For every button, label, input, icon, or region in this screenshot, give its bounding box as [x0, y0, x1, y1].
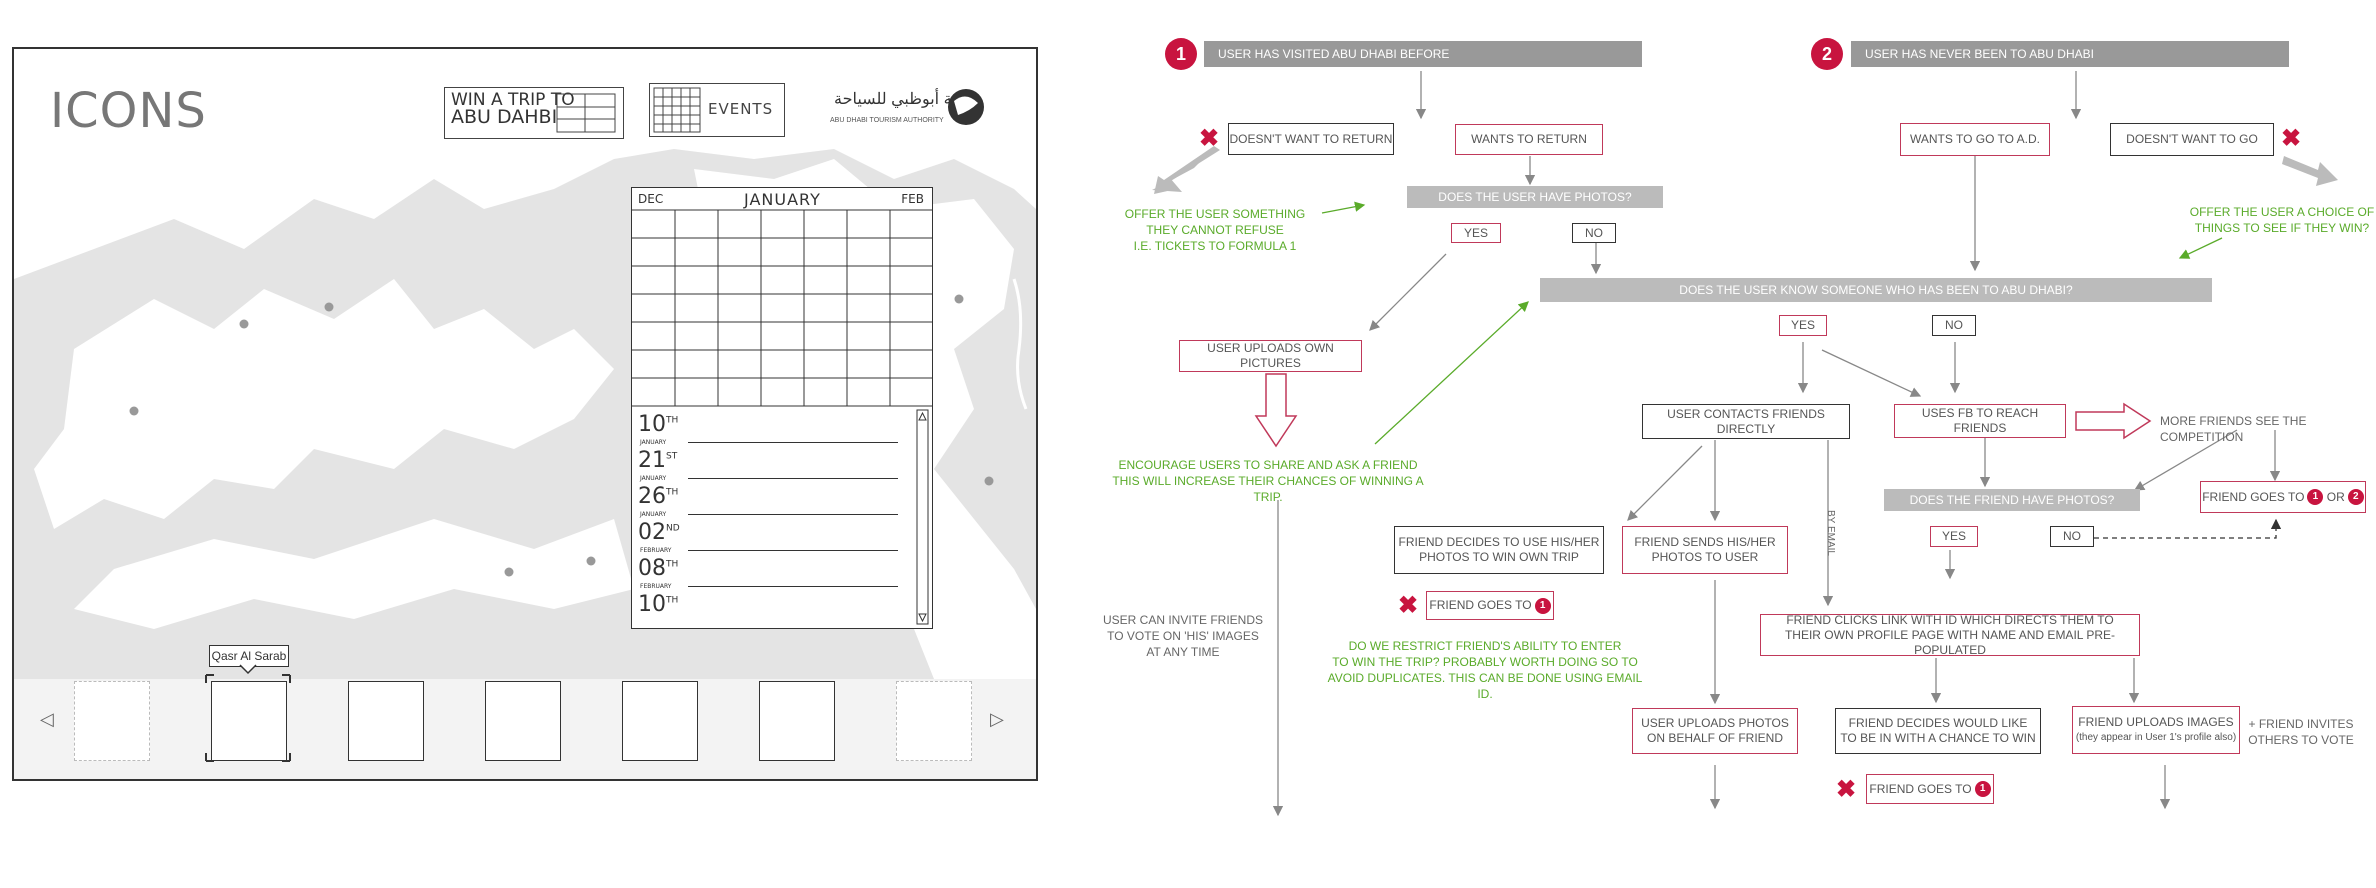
events-button[interactable]: EVENTS [649, 83, 785, 137]
map-marker[interactable] [954, 294, 964, 304]
carousel-thumb[interactable] [759, 681, 835, 761]
carousel-next-icon[interactable]: ▷ [990, 709, 1004, 729]
carousel-thumb[interactable] [348, 681, 424, 761]
flow-uses-fb: USES FB TO REACH FRIENDS [1894, 404, 2066, 438]
carousel-prev-icon[interactable]: ◁ [40, 709, 54, 729]
event-day: 21ST [638, 448, 678, 473]
flow-contacts-directly: USER CONTACTS FRIENDS DIRECTLY [1642, 404, 1850, 439]
event-month: FEBRUARY [640, 583, 672, 590]
logo-arabic-text: هيئة أبوظبي للسياحة [834, 91, 971, 108]
win-trip-label-line2: ABU DAHBI [451, 106, 558, 128]
flow-note-encourage: ENCOURAGE USERS TO SHARE AND ASK A FRIEN… [1112, 458, 1424, 504]
map-marker[interactable] [984, 476, 994, 486]
event-day: 10TH [638, 412, 679, 437]
flow-know-someone: DOES THE USER KNOW SOMEONE WHO HAS BEEN … [1540, 278, 2212, 302]
flow-header-visited: USER HAS VISITED ABU DHABI BEFORE [1204, 41, 1642, 67]
carousel-thumb[interactable] [622, 681, 698, 761]
reject-x-icon: ✖ [1398, 592, 1419, 619]
flow-doesnt-want-go: DOESN'T WANT TO GO [2110, 123, 2274, 156]
events-calendar: DEC JANUARY FEB 10TH JANUARY [631, 187, 933, 629]
logo-english-text: ABU DHABI TOURISM AUTHORITY [830, 117, 944, 124]
ticket-icon [556, 93, 616, 133]
map-marker[interactable] [239, 319, 249, 329]
map-marker[interactable] [324, 302, 334, 312]
flow-uploads-own: USER UPLOADS OWN PICTURES [1179, 340, 1362, 372]
flow-wants-go: WANTS TO GO TO A.D. [1900, 123, 2050, 156]
reject-x-icon: ✖ [1836, 776, 1857, 803]
flow-no: NO [1932, 315, 1976, 336]
tourism-authority-logo: هيئة أبوظبي للسياحة ABU DHABI TOURISM AU… [826, 81, 996, 141]
flow-no: NO [2050, 526, 2094, 547]
flow-note-restrict: DO WE RESTRICT FRIEND'S ABILITY TO ENTER… [1327, 639, 1643, 701]
win-trip-label-line1: WIN A TRIP TO [451, 90, 575, 110]
carousel-thumb[interactable] [485, 681, 561, 761]
flow-more-friends: MORE FRIENDS SEE THE COMPETITION [2160, 414, 2307, 444]
carousel-thumb-placeholder [896, 681, 972, 761]
flow-user-have-photos: DOES THE USER HAVE PHOTOS? [1407, 186, 1663, 208]
flow-yes: YES [1930, 526, 1978, 547]
calendar-prev-month[interactable]: DEC [638, 192, 664, 206]
event-day: 10TH [638, 592, 679, 617]
map-marker[interactable] [504, 567, 514, 577]
carousel-thumb-placeholder [74, 681, 150, 761]
event-item[interactable]: 10TH [632, 592, 912, 624]
wireframe-panel: ICONS WIN A TRIP TO ABU DAHBI EVENTS هيئ… [12, 47, 1038, 781]
flow-number-1-badge: 1 [1165, 38, 1197, 70]
calendar-next-month[interactable]: FEB [901, 192, 924, 206]
flow-clicks-link: FRIEND CLICKS LINK WITH ID WHICH DIRECTS… [1760, 613, 2140, 657]
event-month: JANUARY [640, 511, 667, 518]
event-month: JANUARY [640, 475, 667, 482]
event-month: FEBRUARY [640, 547, 672, 554]
event-day: 02ND [638, 520, 680, 545]
page-title: ICONS [50, 83, 207, 139]
calendar-current-month: JANUARY [744, 190, 821, 209]
calendar-grid-icon [653, 87, 701, 133]
reject-x-icon: ✖ [1199, 125, 1220, 152]
win-trip-label: WIN A TRIP TO ABU DAHBI [451, 92, 575, 127]
flow-yes: YES [1451, 223, 1501, 243]
win-trip-button[interactable]: WIN A TRIP TO ABU DAHBI [444, 87, 624, 139]
carousel-thumb-selected[interactable] [211, 681, 287, 761]
flow-uploads-images: FRIEND UPLOADS IMAGES(they appear in Use… [2072, 706, 2240, 754]
event-month: JANUARY [640, 439, 667, 446]
flow-doesnt-want-return: DOESN'T WANT TO RETURN [1228, 123, 1394, 155]
flow-header-never-been: USER HAS NEVER BEEN TO ABU DHABI [1851, 41, 2289, 67]
flow-by-email-label: BY EMAIL [1825, 510, 1836, 556]
reject-x-icon: ✖ [2281, 125, 2302, 152]
map-marker[interactable] [129, 406, 139, 416]
map-marker[interactable] [586, 556, 596, 566]
event-day: 08TH [638, 556, 679, 581]
falcon-logo-icon [948, 89, 984, 125]
event-day: 26TH [638, 484, 679, 509]
flow-yes: YES [1779, 315, 1827, 336]
flow-friend-have-photos: DOES THE FRIEND HAVE PHOTOS? [1884, 489, 2140, 511]
events-label: EVENTS [708, 100, 774, 118]
flow-wants-return: WANTS TO RETURN [1455, 124, 1603, 155]
calendar-grid [632, 209, 932, 625]
flow-no: NO [1572, 223, 1616, 243]
flow-number-2-badge: 2 [1811, 38, 1843, 70]
